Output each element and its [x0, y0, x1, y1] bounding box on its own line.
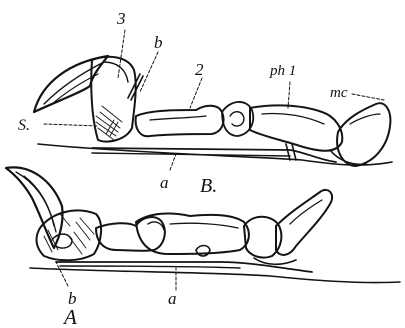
ungual-hatching-b: [96, 106, 122, 140]
label-B: B.: [200, 175, 217, 197]
ground-line-a: [30, 268, 400, 283]
label-ph1: ph 1: [269, 63, 296, 79]
metacarpal-b: [337, 103, 390, 166]
metacarpal-a: [276, 190, 332, 255]
joint-knob-b: [222, 102, 253, 136]
claw-sheath-a: [6, 167, 63, 248]
pad-a: [254, 258, 296, 264]
label-mc: mc: [330, 85, 348, 101]
middle-phalanx-a: [136, 214, 249, 254]
label-3: 3: [116, 9, 126, 28]
second-phalanx-b: [136, 106, 224, 137]
label-2: 2: [195, 60, 204, 79]
label-a-upper: a: [160, 173, 169, 192]
label-a-lower: a: [168, 289, 177, 308]
first-phalanx-b: [250, 105, 342, 150]
label-A: A: [62, 305, 77, 328]
label-b-upper: b: [154, 33, 163, 52]
label-s: S.: [18, 117, 30, 134]
ungual-hatching-a: [44, 214, 94, 254]
